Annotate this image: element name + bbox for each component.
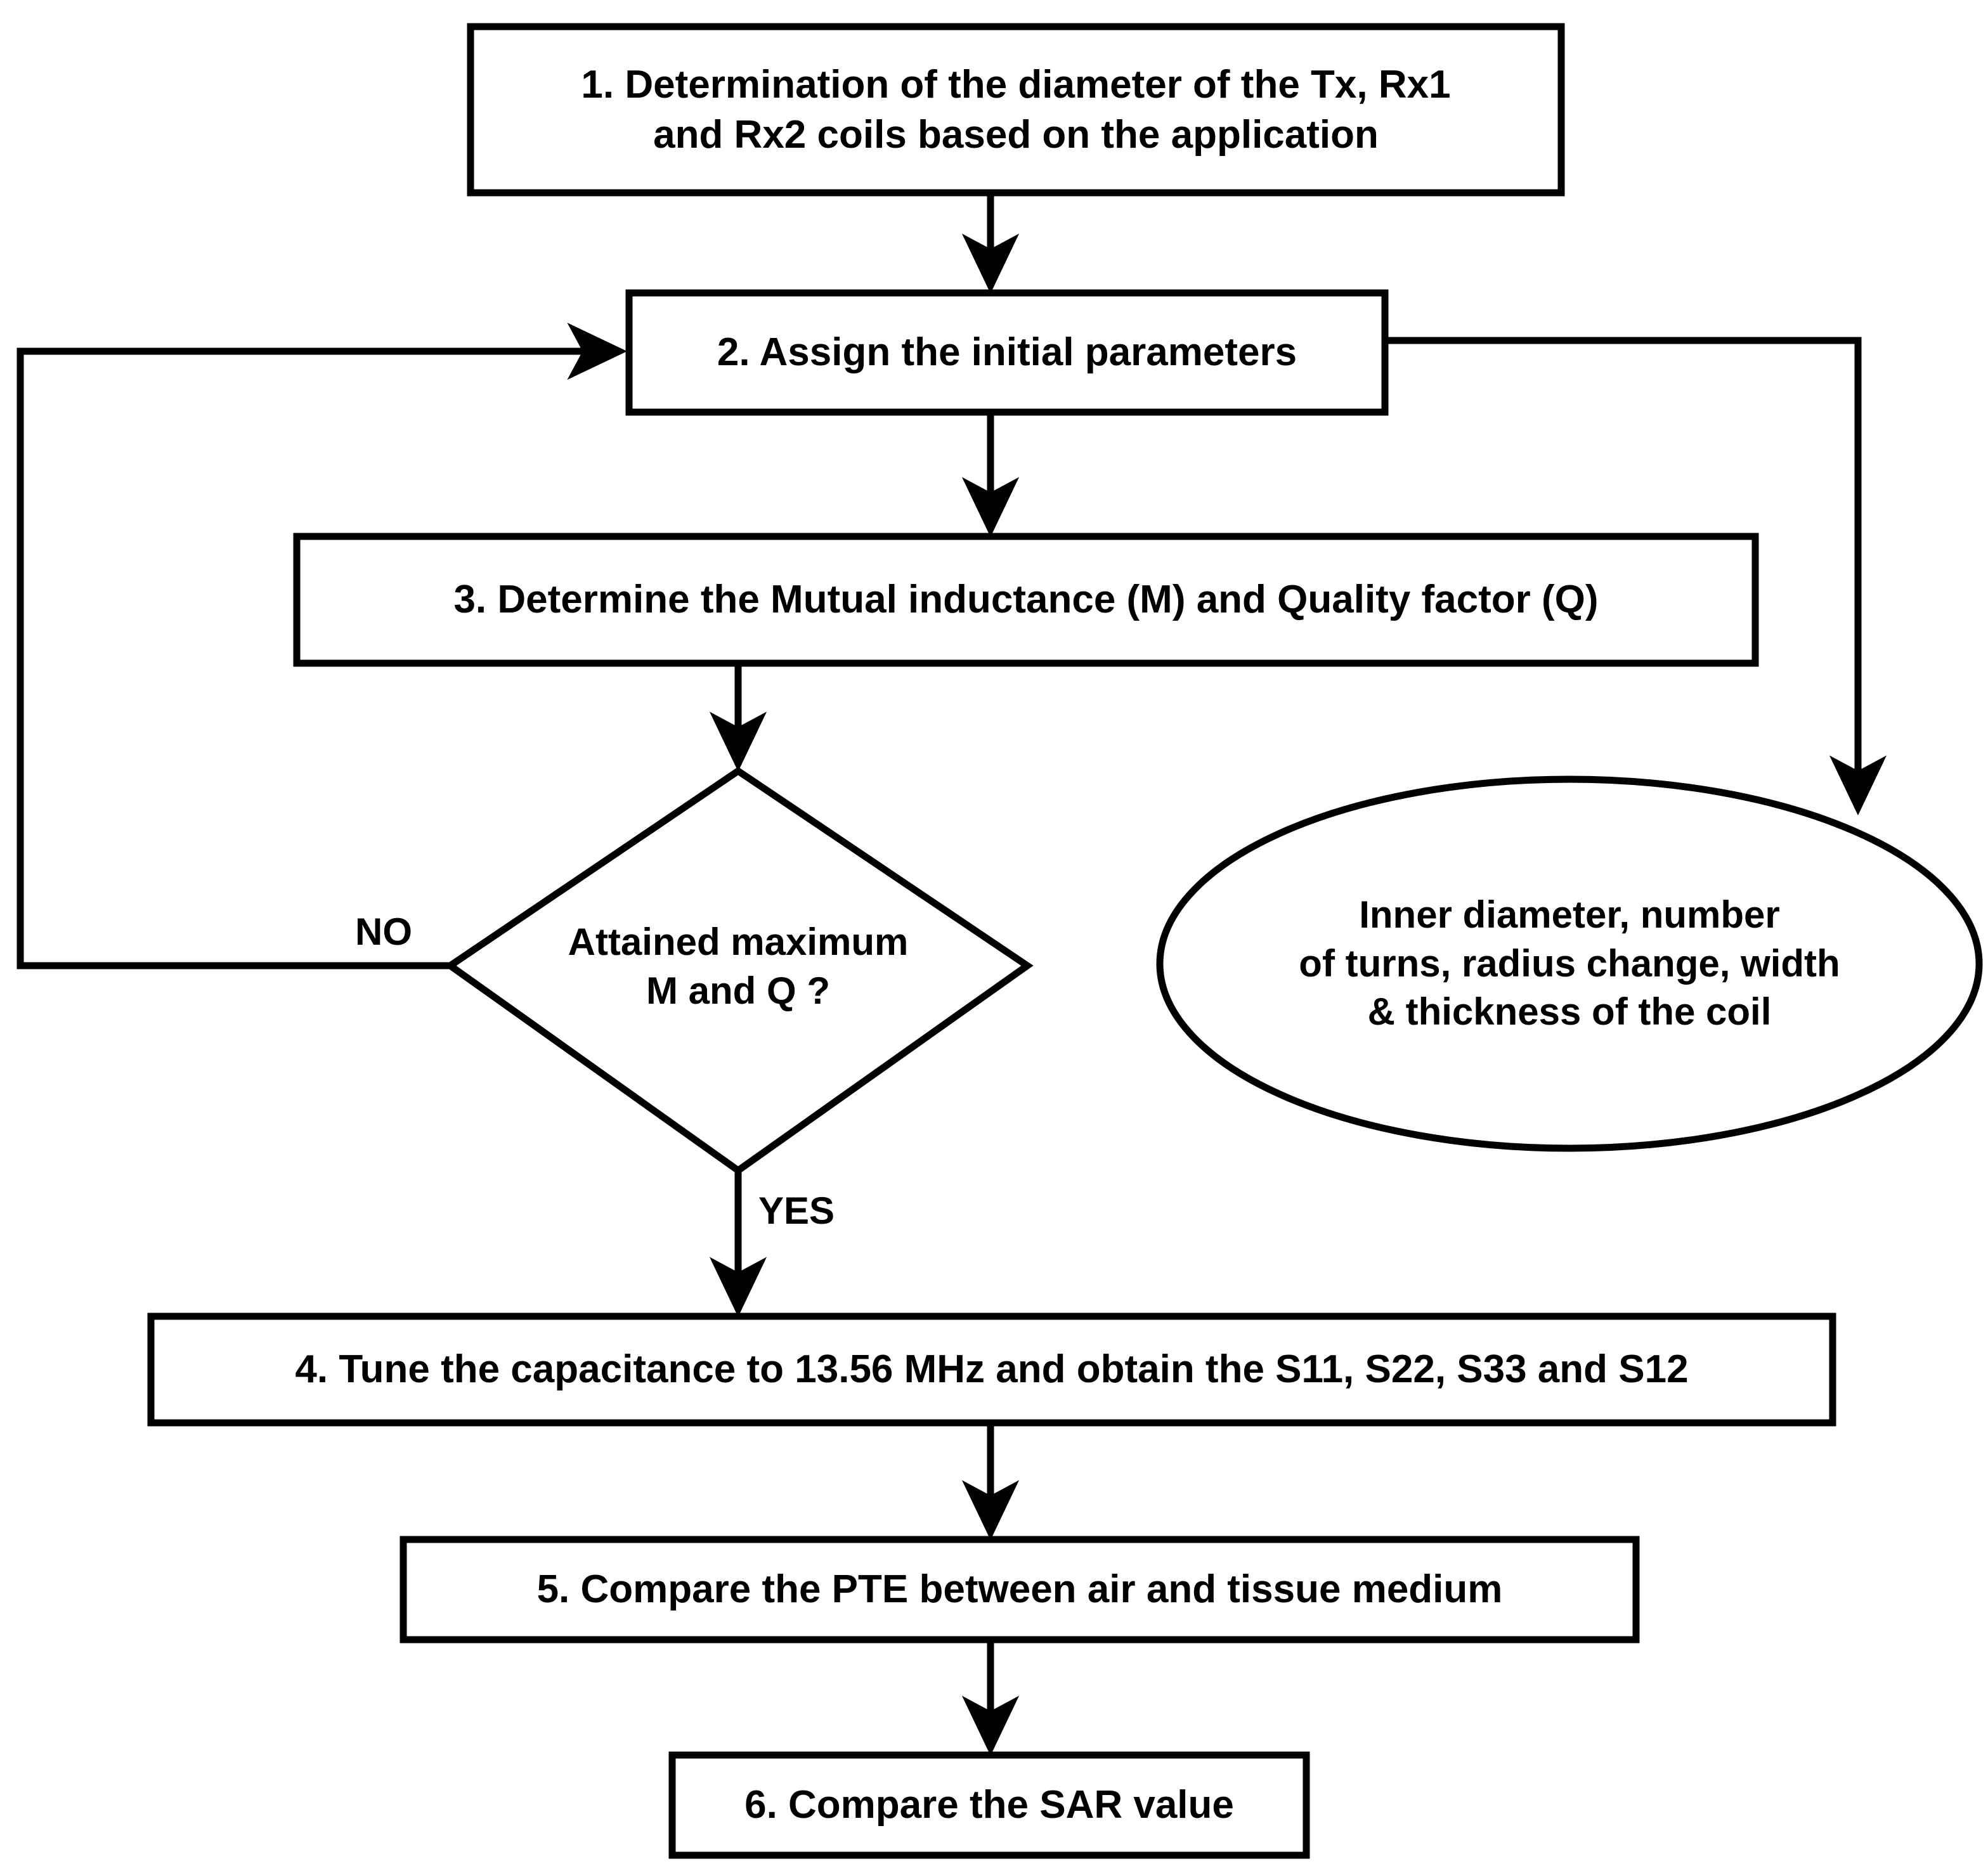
connector-step2-to-parameters: [1385, 337, 1887, 816]
step1-box: [467, 23, 1565, 197]
edge-label-no: NO: [355, 911, 412, 953]
decision-diamond: [444, 767, 1034, 1175]
parameters-ellipse: [1156, 775, 1983, 1152]
step6-box: [668, 1751, 1310, 1859]
edge-label-yes: YES: [758, 1189, 835, 1232]
step5-box: [400, 1536, 1640, 1643]
connector-no-loop-to-step2: [16, 322, 628, 969]
step3-box: [293, 533, 1759, 667]
step2-box: [625, 289, 1389, 416]
step4-box: [147, 1312, 1836, 1427]
